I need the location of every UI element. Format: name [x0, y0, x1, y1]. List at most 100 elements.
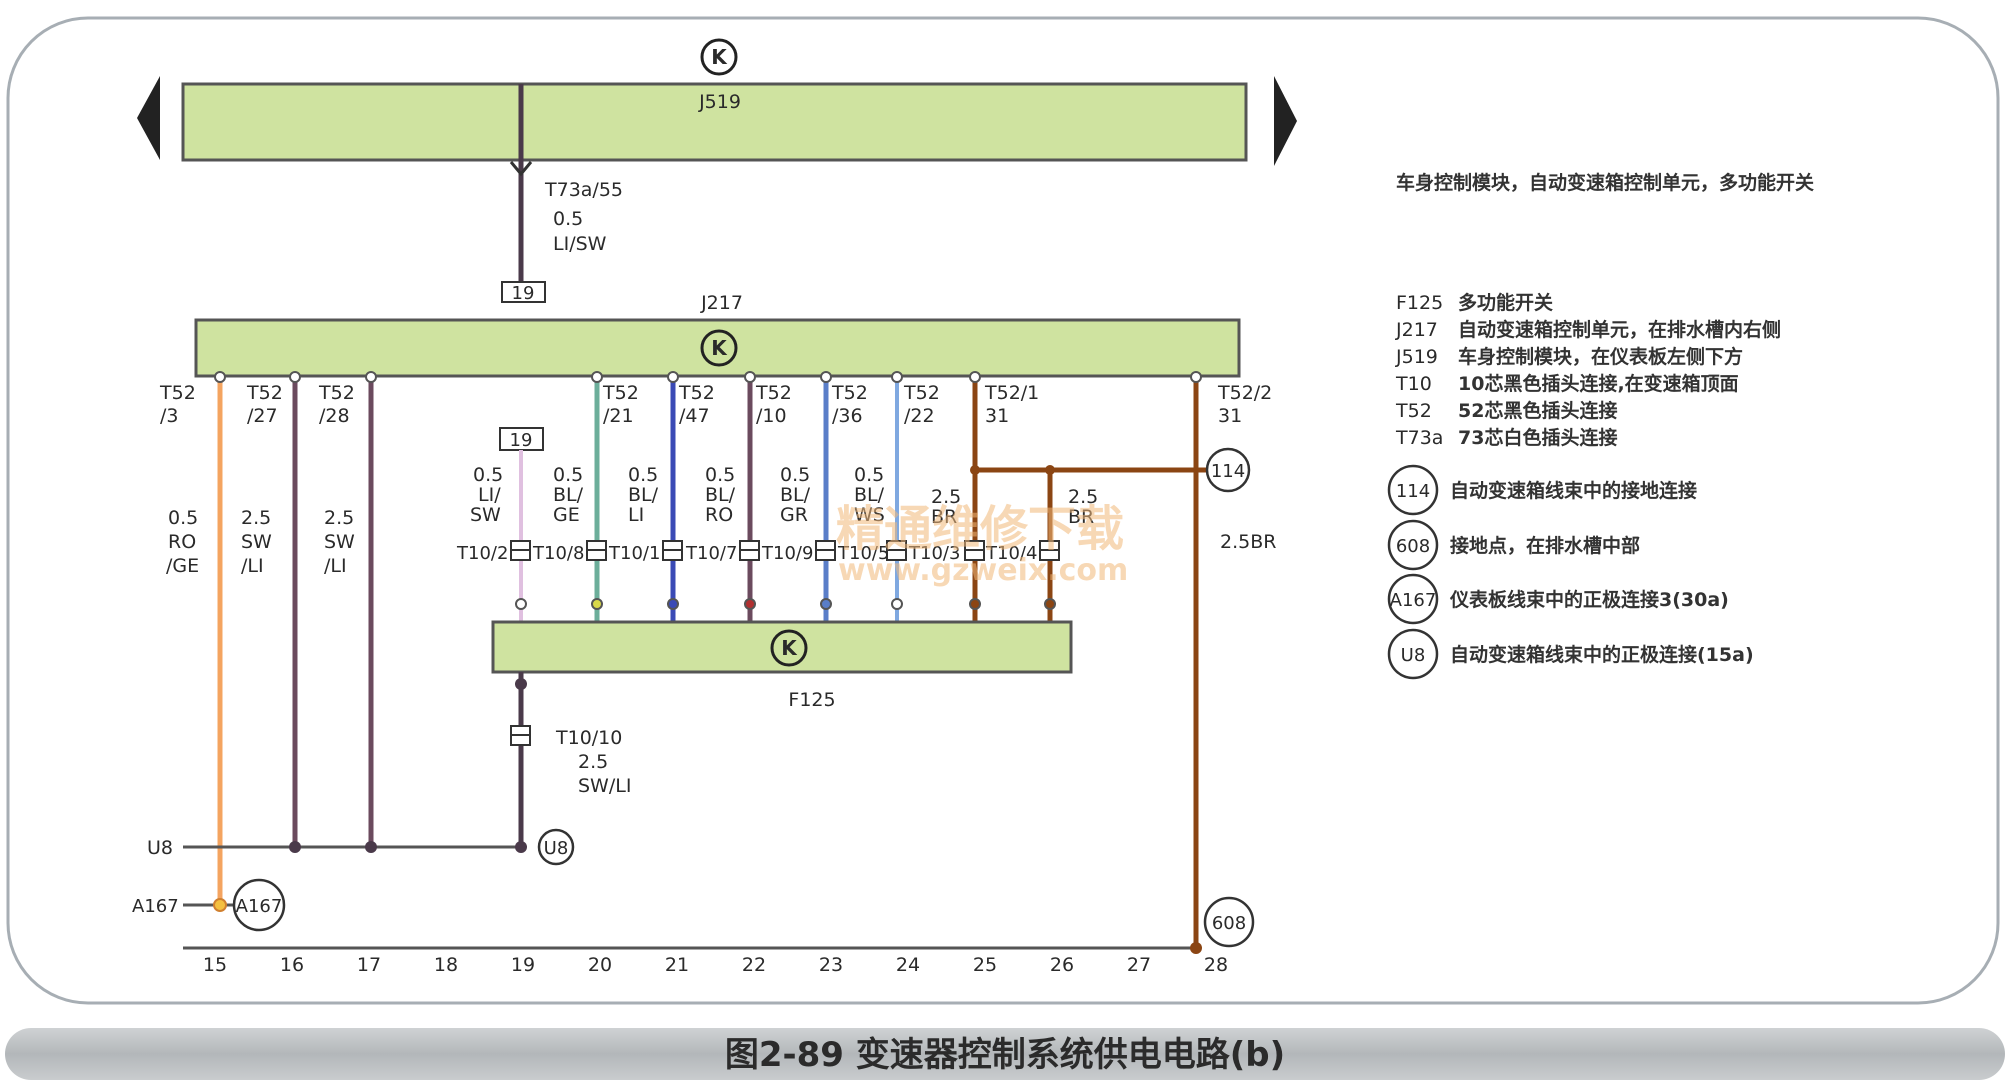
- j519-label: J519: [698, 91, 741, 113]
- bus-junction-dots: [970, 465, 1055, 475]
- connector-t1010-label: T10/10: [555, 727, 622, 749]
- svg-text:/3: /3: [160, 405, 179, 427]
- pin-19-box-top: [501, 281, 546, 303]
- svg-text:接地点，在排水槽中部: 接地点，在排水槽中部: [1450, 534, 1640, 557]
- svg-text:28: 28: [1204, 954, 1228, 976]
- svg-text:0.5: 0.5: [473, 464, 503, 486]
- k-symbol-icon: K: [770, 629, 808, 667]
- svg-text:K: K: [711, 45, 728, 69]
- svg-text:10芯黑色插头连接,在变速箱顶面: 10芯黑色插头连接,在变速箱顶面: [1458, 372, 1739, 395]
- rail-junction-dots: [213, 841, 1202, 954]
- svg-text:多功能开关: 多功能开关: [1458, 291, 1553, 314]
- svg-text:18: 18: [434, 954, 458, 976]
- caption-bar: [5, 1028, 2005, 1080]
- svg-text:仪表板线束中的正极连接3(30a): 仪表板线束中的正极连接3(30a): [1449, 588, 1729, 611]
- svg-text:0.5: 0.5: [854, 464, 884, 486]
- svg-text:0.5: 0.5: [168, 507, 198, 529]
- svg-text:T10/5: T10/5: [837, 543, 889, 564]
- k-symbol-icon: K: [700, 38, 738, 76]
- svg-text:0.5: 0.5: [780, 464, 810, 486]
- svg-text:52芯黑色插头连接: 52芯黑色插头连接: [1458, 399, 1617, 422]
- svg-text:T10/9: T10/9: [761, 543, 813, 564]
- svg-text:J217: J217: [1395, 319, 1438, 341]
- svg-text:22: 22: [742, 954, 766, 976]
- svg-text:19: 19: [511, 954, 535, 976]
- svg-text:/22: /22: [904, 405, 935, 427]
- u8-rail-label: U8: [147, 837, 173, 859]
- svg-text:GE: GE: [553, 504, 580, 526]
- svg-text:U8: U8: [1401, 645, 1426, 666]
- svg-text:LI: LI: [628, 504, 644, 526]
- wire-top-gauge: 0.5: [553, 208, 583, 230]
- j217-module: [194, 318, 1241, 378]
- header-description: 车身控制模块，自动变速箱控制单元，多功能开关: [1396, 171, 1814, 194]
- column-numbers: 15 16 17 18 19 20 21 22 23 24 25 26 27 2…: [203, 954, 1228, 976]
- svg-text:BL/: BL/: [780, 484, 811, 506]
- svg-text:自动变速箱线束中的正极连接(15a): 自动变速箱线束中的正极连接(15a): [1450, 643, 1754, 666]
- svg-text:26: 26: [1050, 954, 1074, 976]
- svg-text:24: 24: [896, 954, 920, 976]
- svg-text:/LI: /LI: [324, 555, 347, 577]
- svg-text:31: 31: [1218, 405, 1242, 427]
- right-arrow-icon: [1274, 76, 1297, 166]
- svg-text:31: 31: [985, 405, 1009, 427]
- svg-text:0.5: 0.5: [628, 464, 658, 486]
- left-arrow-icon: [137, 76, 160, 160]
- svg-text:/LI: /LI: [241, 555, 264, 577]
- svg-text:SW: SW: [470, 504, 501, 526]
- svg-text:T10/4: T10/4: [985, 543, 1037, 564]
- svg-text:0.5: 0.5: [705, 464, 735, 486]
- connector-arrow-icon: [509, 161, 533, 177]
- j519-module: [181, 82, 1248, 162]
- svg-text:J519: J519: [1395, 346, 1438, 368]
- svg-text:T52: T52: [159, 382, 196, 404]
- pin-19-label-mid: 19: [510, 430, 533, 451]
- svg-text:T52: T52: [755, 382, 792, 404]
- f125-label: F125: [788, 689, 835, 711]
- svg-text:BL/: BL/: [854, 484, 885, 506]
- svg-text:T10/1: T10/1: [608, 543, 660, 564]
- f125-pin-dots: [515, 598, 1056, 610]
- svg-text:T52/2: T52/2: [1217, 382, 1272, 404]
- svg-text:25: 25: [973, 954, 997, 976]
- node-114: 114: [1205, 447, 1251, 493]
- svg-text:WS: WS: [854, 504, 885, 526]
- svg-text:T10/7: T10/7: [685, 543, 737, 564]
- svg-text:/10: /10: [756, 405, 787, 427]
- wire-top-color: LI/SW: [553, 233, 607, 255]
- svg-text:F125: F125: [1396, 292, 1443, 314]
- svg-text:K: K: [711, 336, 728, 360]
- pin-19-label-top: 19: [512, 283, 535, 304]
- f125-bottom-pin: [515, 678, 527, 690]
- svg-text:2.5: 2.5: [241, 507, 271, 529]
- svg-text:T52: T52: [1395, 400, 1432, 422]
- svg-text:T52: T52: [246, 382, 283, 404]
- svg-text:T10/3: T10/3: [908, 543, 960, 564]
- svg-text:17: 17: [357, 954, 381, 976]
- svg-text:BR: BR: [1068, 506, 1094, 528]
- wire-labels: 0.5 RO /GE 2.5 SW /LI 2.5 SW /LI 0.5 LI/…: [166, 464, 1276, 577]
- svg-text:GR: GR: [780, 504, 808, 526]
- j217-label: J217: [700, 292, 743, 314]
- svg-text:608: 608: [1212, 913, 1246, 934]
- node-u8: U8: [537, 828, 575, 866]
- wire-bottom-color: SW/LI: [578, 775, 631, 797]
- svg-text:T52/1: T52/1: [984, 382, 1039, 404]
- svg-text:21: 21: [665, 954, 689, 976]
- svg-text:A167: A167: [236, 896, 283, 917]
- svg-text:T10/8: T10/8: [532, 543, 584, 564]
- svg-text:/27: /27: [247, 405, 278, 427]
- svg-text:T10: T10: [1395, 373, 1432, 395]
- svg-text:T73a: T73a: [1395, 427, 1443, 449]
- svg-text:T10/2: T10/2: [456, 543, 508, 564]
- svg-text:2.5BR: 2.5BR: [1220, 531, 1276, 553]
- j217-pin-labels: T52 /3 T52 /27 T52 /28 T52 /21 T52 /47 T…: [159, 382, 1272, 427]
- svg-text:0.5: 0.5: [553, 464, 583, 486]
- svg-text:/GE: /GE: [166, 555, 199, 577]
- svg-text:自动变速箱控制单元，在排水槽内右侧: 自动变速箱控制单元，在排水槽内右侧: [1458, 318, 1781, 341]
- svg-text:15: 15: [203, 954, 227, 976]
- watermark-title: 精通维修下载: [836, 501, 1124, 557]
- svg-text:BL/: BL/: [628, 484, 659, 506]
- node-608: 608: [1203, 896, 1255, 948]
